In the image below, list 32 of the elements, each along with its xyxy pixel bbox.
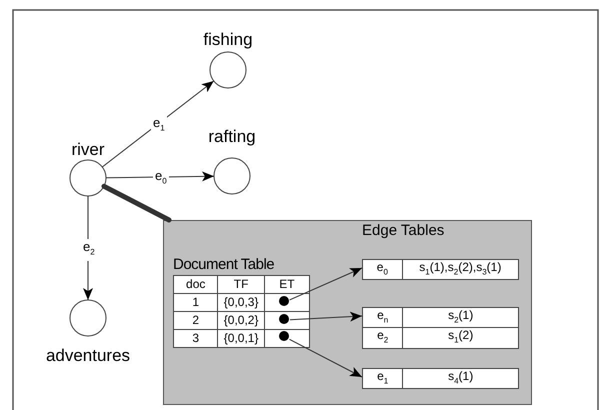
- table-cell: s$_{2}$(1): [402, 308, 518, 328]
- arrow: [290, 312, 362, 322]
- table-cell: {0,0,1}: [218, 330, 264, 348]
- table-cell: {0,0,3}: [218, 294, 264, 312]
- arrow: [102, 80, 214, 168]
- table-cell: {0,0,2}: [218, 312, 264, 330]
- table-cell: e$_{2}$: [362, 328, 403, 348]
- node-label: river: [70, 140, 106, 160]
- table-cell: s$_{1}$(2): [402, 328, 518, 348]
- table-cell: 3: [174, 330, 218, 348]
- table-title: Document Table: [173, 256, 274, 273]
- panel: [163, 220, 532, 405]
- edge-label: e$_{2}$: [81, 239, 97, 261]
- arrow: [83, 196, 93, 300]
- arrow: [288, 338, 362, 378]
- table-cell: 2: [174, 312, 218, 330]
- table-cell: s$_{4}$(1): [402, 368, 518, 389]
- node-label: adventures: [44, 346, 132, 366]
- connector-line: [101, 184, 172, 222]
- section-heading: Edge Tables: [362, 222, 444, 239]
- table-cell: 1: [174, 294, 218, 312]
- arrow: [106, 171, 214, 182]
- table-cell: doc: [174, 276, 218, 294]
- node-label: fishing: [202, 30, 254, 50]
- table-cell: s$_{1}$(1),s$_{2}$(2),s$_{3}$(1): [402, 260, 518, 280]
- table-cell: TF: [218, 276, 264, 294]
- table-cell: e$_{0}$: [362, 260, 402, 280]
- arrow: [289, 268, 362, 300]
- node-label: rafting: [207, 127, 257, 147]
- table-cell: e$_{1}$: [362, 368, 403, 389]
- table-cell: e$_{n}$: [362, 308, 403, 328]
- table-cell: ET: [264, 276, 310, 294]
